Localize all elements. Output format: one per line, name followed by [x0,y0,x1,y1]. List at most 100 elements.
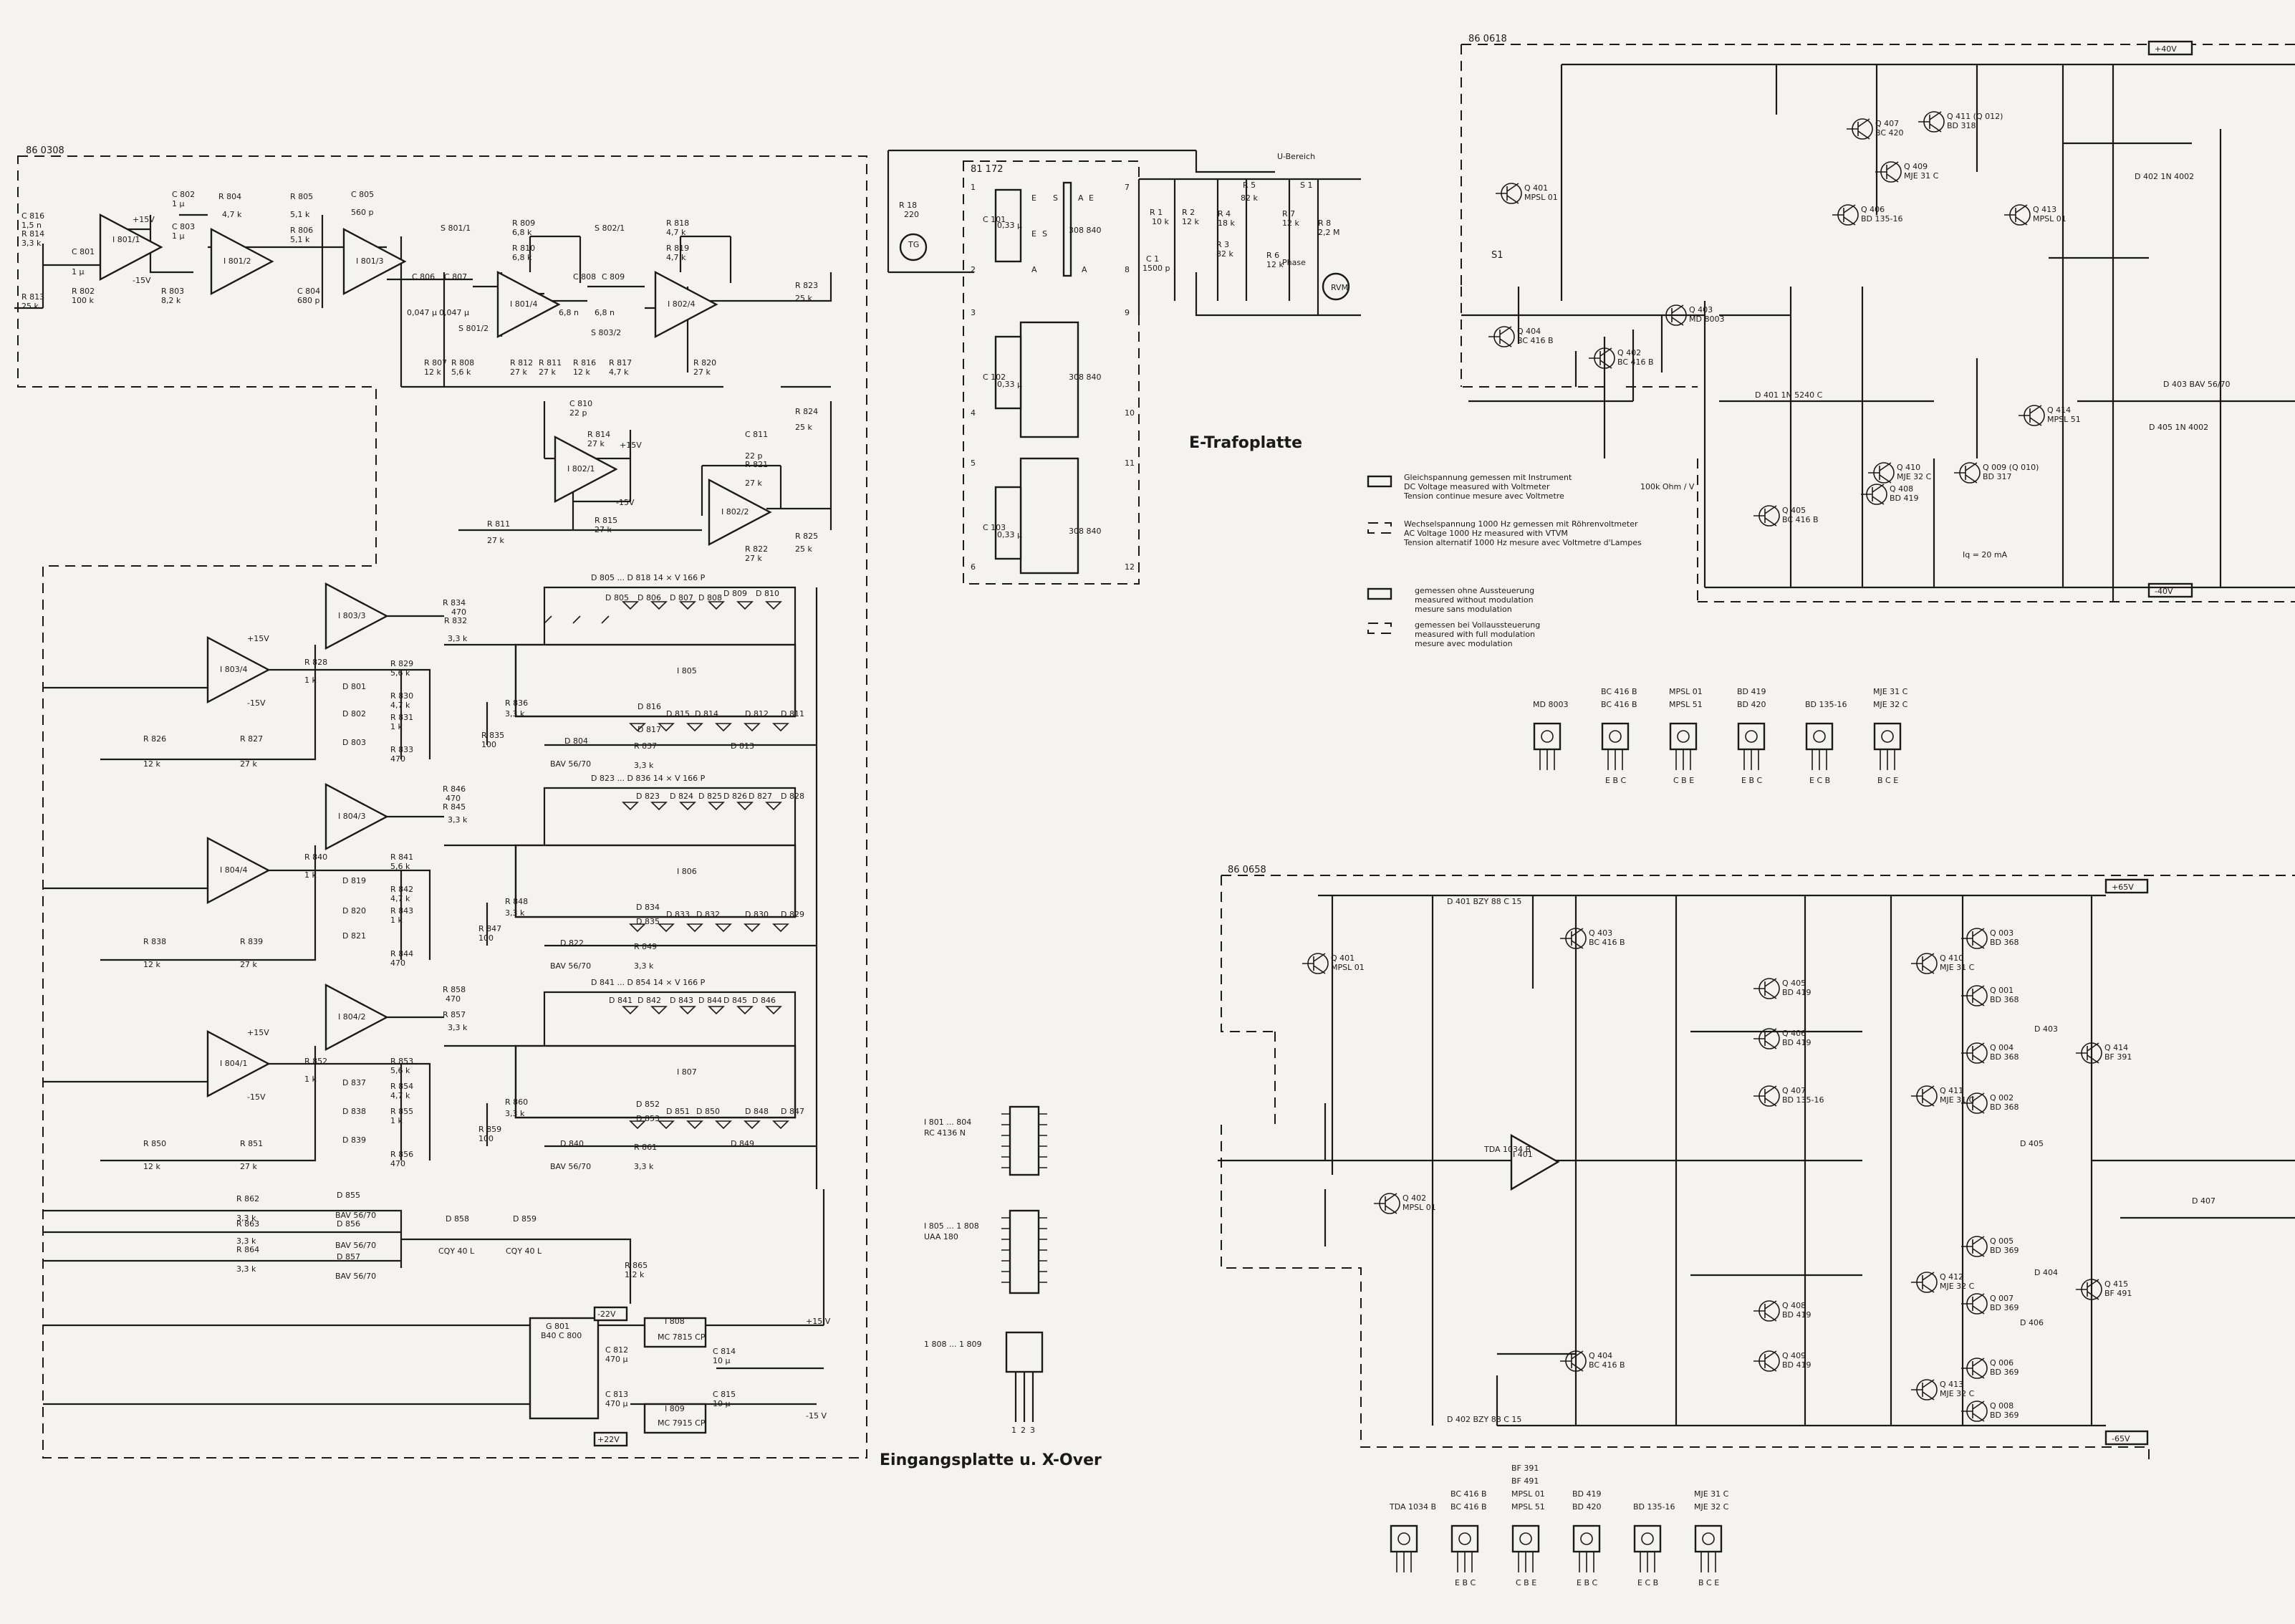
svg-text:mesure avec modulation: mesure avec modulation [1415,639,1513,648]
component-label: D 856 [337,1219,360,1229]
package-hole-icon [1458,1532,1471,1545]
transistor-type: BD 135-16 [1861,214,1902,224]
component-label: R 839 [240,937,263,946]
component-label: 1 µ [172,199,185,208]
component-label: R 813 [21,292,44,302]
diode-label: D 403 BAV 56/70 [2163,380,2231,389]
component-label: D 837 [342,1078,366,1087]
component-label: D 819 [342,876,366,885]
component-label: R 841 [390,852,413,862]
component-label: D 841 ... D 854 14 × V 166 P [591,978,706,987]
component-label: R 846 [443,784,466,794]
transistor-label: Q 415 [2104,1279,2128,1289]
component-label: D 843 [670,996,693,1005]
package-pins [1880,749,1895,770]
transistor-leads [1875,161,1899,183]
component-label: R 864 [236,1245,259,1254]
component-label: 0,33 µ [997,380,1022,389]
transistor-label: Q 003 [1990,928,2013,938]
svg-text:1: 1 [1011,1426,1016,1435]
component-label: I 807 [677,1067,697,1077]
transistor-label: Q 405 [1782,979,1806,988]
component-label: C 103 [983,523,1006,532]
component-label: D 833 [666,910,690,919]
component-label: S 801/1 [441,224,471,233]
component-label: 308 840 [1069,373,1102,382]
component-label: D 849 [731,1139,754,1148]
svg-text:Tension alternatif 1000 Hz mes: Tension alternatif 1000 Hz mesure avec V… [1403,538,1642,547]
transistor-type: MPSL 01 [1524,193,1558,202]
component-label: 12 k [143,960,160,969]
pin-number: 8 [1125,265,1130,274]
component-label: C 811 [745,430,768,439]
opamp-label: I 804/2 [338,1012,365,1022]
transistor-type: BD 369 [1990,1246,2019,1255]
component-label: 27 k [693,367,711,377]
transistor-label: Q 406 [1861,205,1885,214]
transistor-type: BD 369 [1990,1411,2019,1420]
svg-text:measured with full modulation: measured with full modulation [1415,630,1535,639]
package-hole-icon [1541,730,1554,743]
component-label: D 817 [638,725,661,734]
package-pins [1700,1552,1716,1572]
component-label: D 809 [723,589,747,598]
transistor-leads [1753,1028,1777,1049]
transistor-leads [1911,1272,1935,1293]
component-label: C 1 [1146,254,1159,264]
transistor-type: BD 317 [1983,472,2012,481]
component-label: R 811 [539,358,562,367]
package-hole-icon [1881,730,1894,743]
component-label: R 837 [634,741,657,751]
component-label: 3,3 k [448,815,468,825]
svg-text:I 805 ... 1 808: I 805 ... 1 808 [924,1221,979,1231]
component-label: R 848 [505,897,528,906]
transformer-core-1 [1062,181,1072,277]
transistor-leads [1961,1293,1985,1315]
transistor-label: Q 404 [1589,1351,1612,1360]
component-label: 27 k [240,759,257,769]
component-label: C 806 [412,272,435,282]
transistor-leads [2004,204,2028,226]
transistor-leads [1961,1400,1985,1422]
voltmeter-icon [1322,272,1350,301]
component-label: 1 µ [72,267,85,277]
transistor-leads [1911,1085,1935,1107]
package-hole-icon [1609,730,1622,743]
winding-label: E [1031,193,1036,203]
pinout-part-name: MD 8003 [1533,700,1568,709]
component-label: D 828 [781,792,804,801]
winding-label: A [1078,193,1084,203]
component-label: 27 k [539,367,556,377]
component-label: R 857 [443,1010,466,1019]
transistor-leads [1911,953,1935,974]
svg-text:measured without modulation: measured without modulation [1415,595,1534,605]
rail-minus40: -40V [2155,587,2173,596]
transistor-type: BC 416 B [1589,938,1625,947]
pinout-part-name: MPSL 51 [1511,1502,1545,1512]
transistor-label: Q 408 [1890,484,1913,494]
component-label: I 808 [665,1317,685,1326]
component-label: R 834 [443,598,466,607]
diode-label: D 401 BZY 88 C 15 [1447,897,1521,906]
component-label: R 809 [512,218,535,228]
component-label: 6,8 k [512,228,532,237]
component-label: 10 µ [713,1399,731,1408]
transistor-leads [1954,462,1978,484]
package-outline-icon [1511,1524,1540,1553]
component-label: 1,5 n [21,221,42,230]
pinout-part-name: BC 416 B [1450,1502,1487,1512]
pin-number: 3 [971,308,976,317]
svg-text:-15 V: -15 V [806,1411,827,1421]
component-label: C 802 [172,190,195,199]
component-label: D 840 [560,1139,584,1148]
component-label: R 832 [444,616,467,625]
package-hole-icon [1813,730,1826,743]
svg-text:+22V: +22V [597,1435,620,1444]
vu-section-3 [43,991,817,1162]
component-label: R 853 [390,1057,413,1066]
component-label: R 844 [390,949,413,958]
transistor-label: Q 404 [1517,327,1541,336]
svg-text:3: 3 [1030,1426,1035,1435]
component-label: 10 µ [713,1356,731,1365]
pinout-part-name: BC 416 B [1601,687,1637,696]
